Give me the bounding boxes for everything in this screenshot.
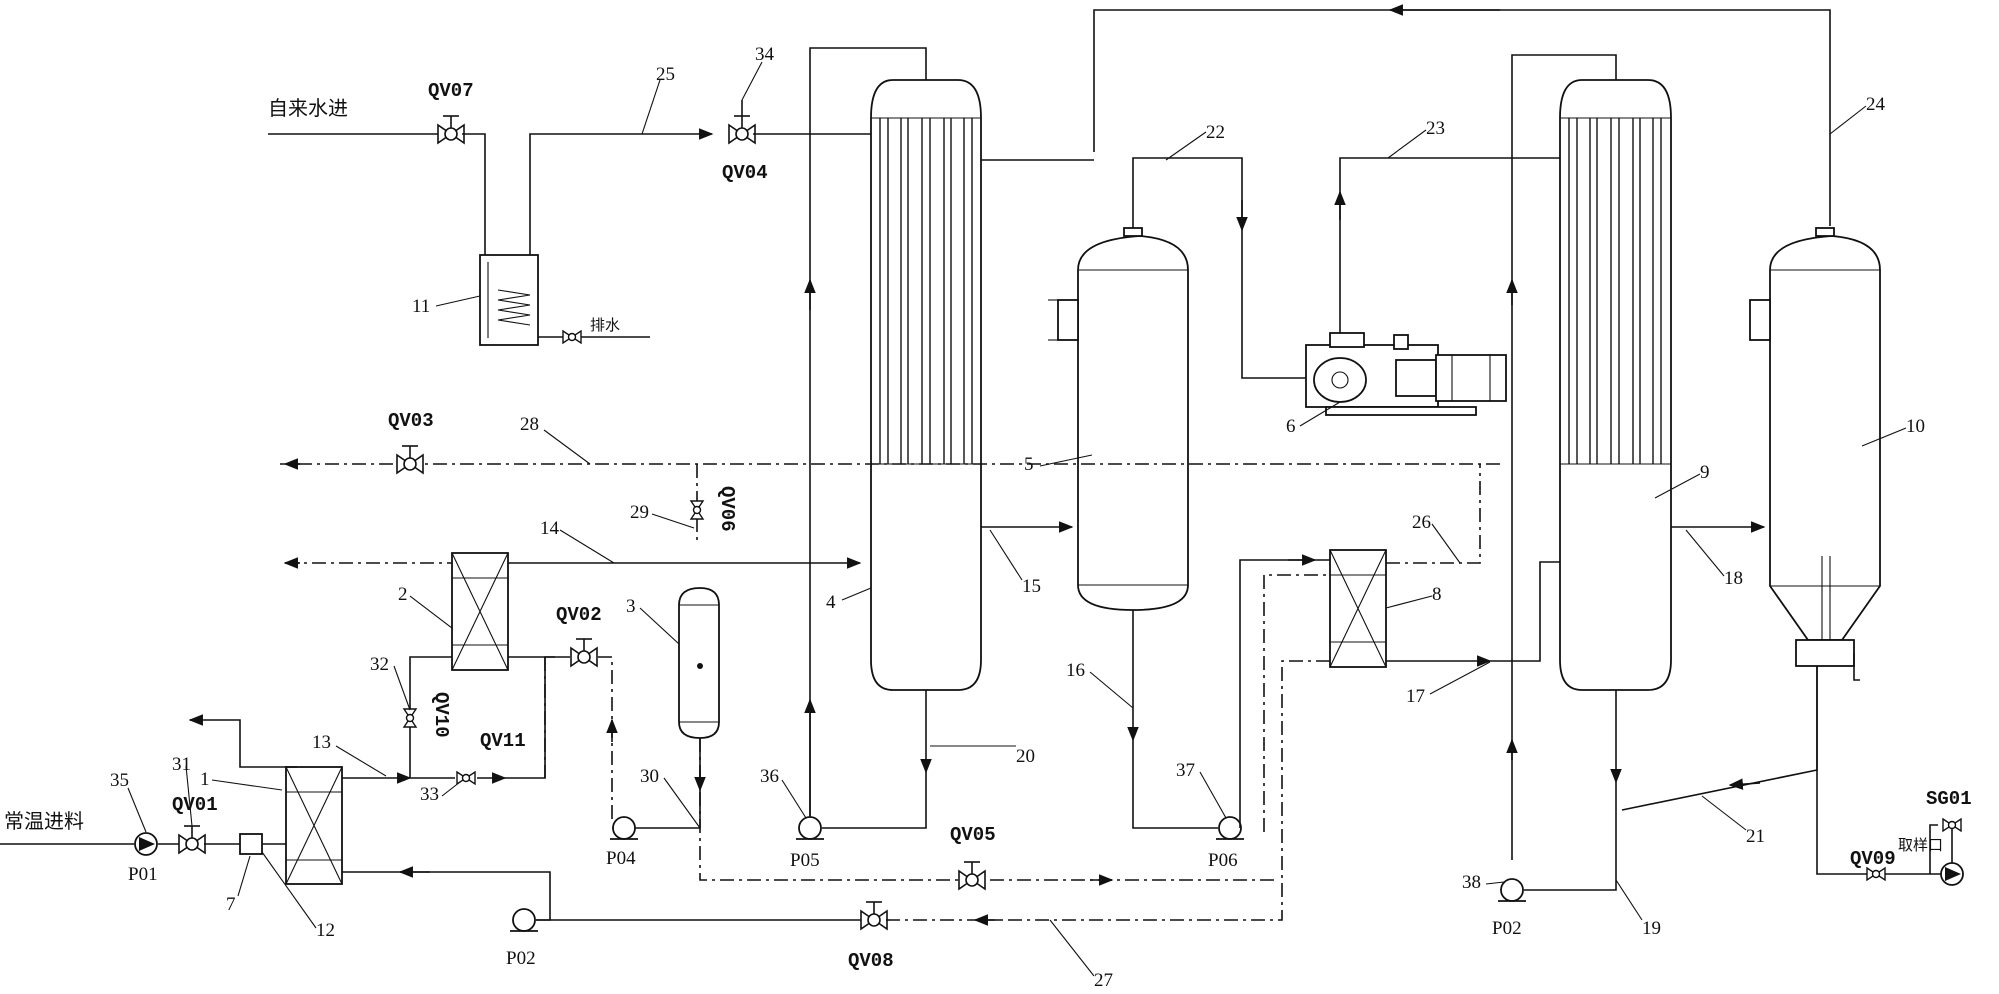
- callout-13: 13: [312, 732, 331, 753]
- pump-tag-p02: P02: [1492, 918, 1522, 939]
- callout-14: 14: [540, 518, 560, 539]
- water-tank-11: [479, 254, 539, 346]
- callout-20: 20: [1016, 746, 1035, 767]
- callout-3: 3: [626, 596, 636, 617]
- callout-30: 30: [640, 766, 659, 787]
- valve-tag-qv11: QV11: [480, 730, 526, 752]
- callout-29: 29: [630, 502, 649, 523]
- valve-tag-qv08: QV08: [848, 950, 894, 972]
- callout-16: 16: [1066, 660, 1085, 681]
- callout-19: 19: [1642, 918, 1661, 939]
- feed-in-label: 常温进料: [4, 809, 84, 833]
- callout-numbers: 1 2 3 4 5 6 7 8 9 10 11 12 13 14 15 16 1…: [110, 44, 1925, 991]
- callout-21: 21: [1746, 826, 1765, 847]
- callout-31: 31: [172, 754, 191, 775]
- callout-17: 17: [1406, 686, 1425, 707]
- separator-5: [1048, 227, 1189, 611]
- callout-7: 7: [226, 894, 236, 915]
- callout-25: 25: [656, 64, 675, 85]
- callout-34: 34: [755, 44, 775, 65]
- callout-9: 9: [1700, 462, 1710, 483]
- pump-tag-p04: P04: [606, 848, 636, 869]
- valve-tag-qv05: QV05: [950, 824, 996, 846]
- callout-33: 33: [420, 784, 439, 805]
- vapor-line-24: [1093, 9, 1831, 226]
- callout-35: 35: [110, 770, 129, 791]
- valve-tag-qv04: QV04: [722, 162, 768, 184]
- callout-27: 27: [1094, 970, 1113, 991]
- valve-tag-qv01: QV01: [172, 794, 218, 816]
- pump-tags: P01 P02 P02 P04 P05 P06: [128, 848, 1522, 969]
- vessel-3: [678, 587, 720, 739]
- callout-6: 6: [1286, 416, 1296, 437]
- callout-18: 18: [1724, 568, 1743, 589]
- valve-tag-qv07: QV07: [428, 80, 474, 102]
- callout-23: 23: [1426, 118, 1445, 139]
- heat-exchanger-8: [1329, 549, 1387, 668]
- callout-11: 11: [412, 296, 430, 317]
- callout-15: 15: [1022, 576, 1041, 597]
- callout-12: 12: [316, 920, 335, 941]
- valve-tag-qv10: QV10: [430, 692, 452, 738]
- callout-24: 24: [1866, 94, 1886, 115]
- pump-tag-p06: P06: [1208, 850, 1238, 871]
- valve-tag-qv09: QV09: [1850, 848, 1896, 870]
- callout-32: 32: [370, 654, 389, 675]
- sample-port-label: 取样口: [1898, 836, 1943, 854]
- pump-tag-p02: P02: [506, 948, 536, 969]
- valve-tag-sg01: SG01: [1926, 788, 1972, 810]
- callout-26: 26: [1412, 512, 1431, 533]
- callout-28: 28: [520, 414, 539, 435]
- valve-tags: QV01 QV02 QV03 QV04 QV05 QV06 QV07 QV08 …: [172, 80, 1972, 972]
- heat-exchanger-2: [451, 552, 509, 671]
- pump-tag-p05: P05: [790, 850, 820, 871]
- callout-1: 1: [200, 769, 210, 790]
- callout-10: 10: [1906, 416, 1925, 437]
- callout-38: 38: [1462, 872, 1481, 893]
- heat-exchanger-1: [285, 766, 343, 885]
- callout-8: 8: [1432, 584, 1442, 605]
- pump-tag-p01: P01: [128, 864, 158, 885]
- callout-37: 37: [1176, 760, 1195, 781]
- valve-tag-qv06: QV06: [716, 486, 738, 532]
- callout-2: 2: [398, 584, 408, 605]
- callout-22: 22: [1206, 122, 1225, 143]
- valve-tag-qv03: QV03: [388, 410, 434, 432]
- evaporator-9: [1559, 79, 1672, 691]
- evaporator-4: [870, 79, 982, 691]
- separator-10: [1749, 227, 1881, 667]
- valve-tag-qv02: QV02: [556, 604, 602, 626]
- callout-36: 36: [760, 766, 779, 787]
- compressor-6: [1305, 332, 1507, 416]
- text-labels: 自来水进 排水 常温进料 取样口: [4, 96, 1943, 854]
- drain-label: 排水: [590, 316, 620, 334]
- tap-water-in-label: 自来水进: [268, 96, 348, 120]
- callout-5: 5: [1024, 454, 1034, 475]
- callout-4: 4: [826, 592, 836, 613]
